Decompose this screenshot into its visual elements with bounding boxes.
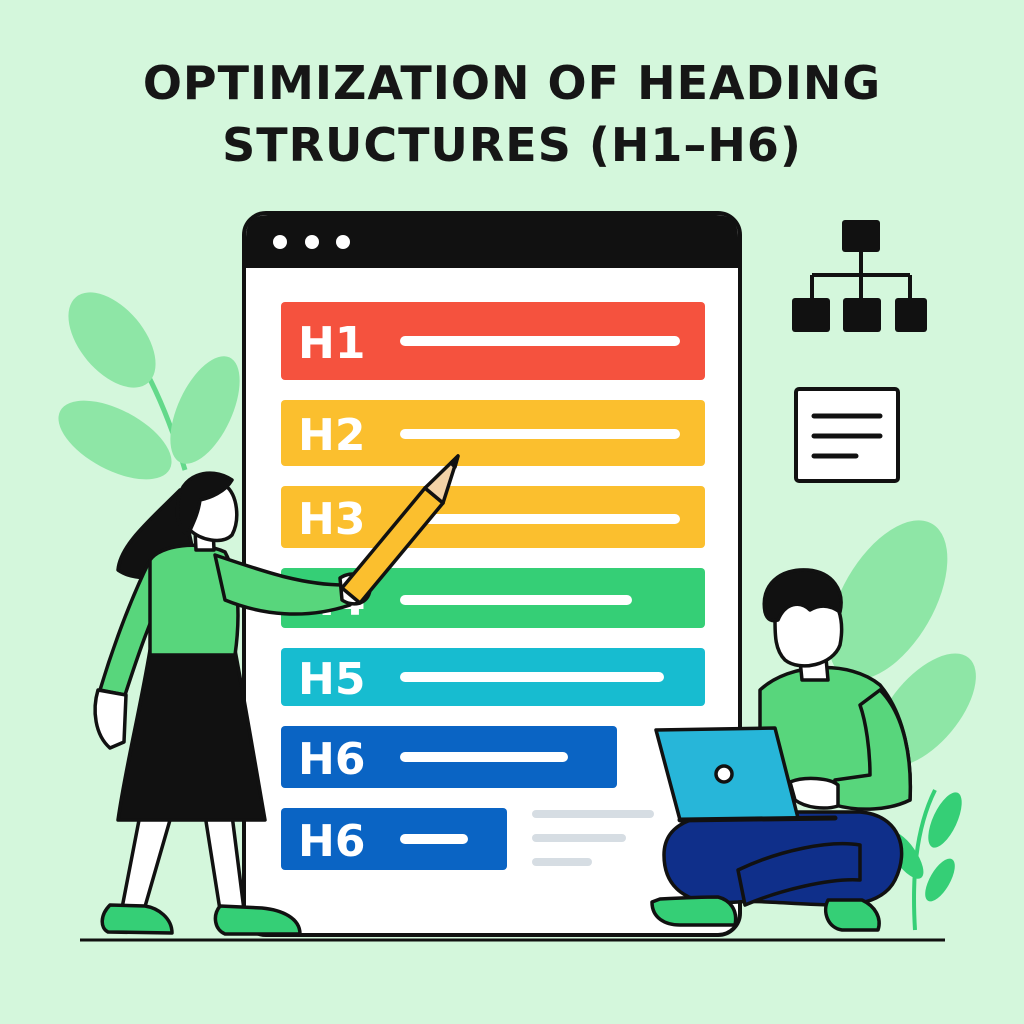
- heading-bar-h2: H2: [281, 400, 705, 466]
- placeholder-text-lines: [532, 810, 654, 866]
- man-figure: [650, 568, 913, 932]
- window-dot-icon: [273, 235, 287, 249]
- hierarchy-icon: [792, 220, 927, 332]
- heading-bar-h6: H6: [281, 726, 617, 788]
- heading-label: H2: [298, 410, 365, 461]
- heading-label: H5: [298, 654, 365, 705]
- window-dot-icon: [336, 235, 350, 249]
- window-dot-icon: [305, 235, 319, 249]
- heading-bar-h6-secondary: H6: [281, 808, 507, 870]
- pencil-icon: [340, 454, 460, 605]
- title-line-1: OPTIMIZATION OF HEADING: [142, 56, 882, 110]
- heading-bar-h5: H5: [281, 648, 705, 706]
- woman-figure: [93, 471, 372, 936]
- heading-label: H3: [298, 494, 365, 545]
- heading-bars: H1 H2 H3 H4 H5 H6 H6: [281, 302, 705, 870]
- heading-label: H6: [298, 816, 365, 867]
- leaf-plant-icon: [58, 292, 240, 480]
- document-lines-icon: [794, 387, 900, 483]
- title-line-2: STRUCTURES (H1–H6): [222, 118, 802, 172]
- heading-bar-h1: H1: [281, 302, 705, 380]
- heading-label: H1: [298, 318, 365, 369]
- heading-bar-h3: H3: [281, 486, 705, 548]
- heading-label: H6: [298, 734, 365, 785]
- page-title: OPTIMIZATION OF HEADING STRUCTURES (H1–H…: [0, 52, 1024, 176]
